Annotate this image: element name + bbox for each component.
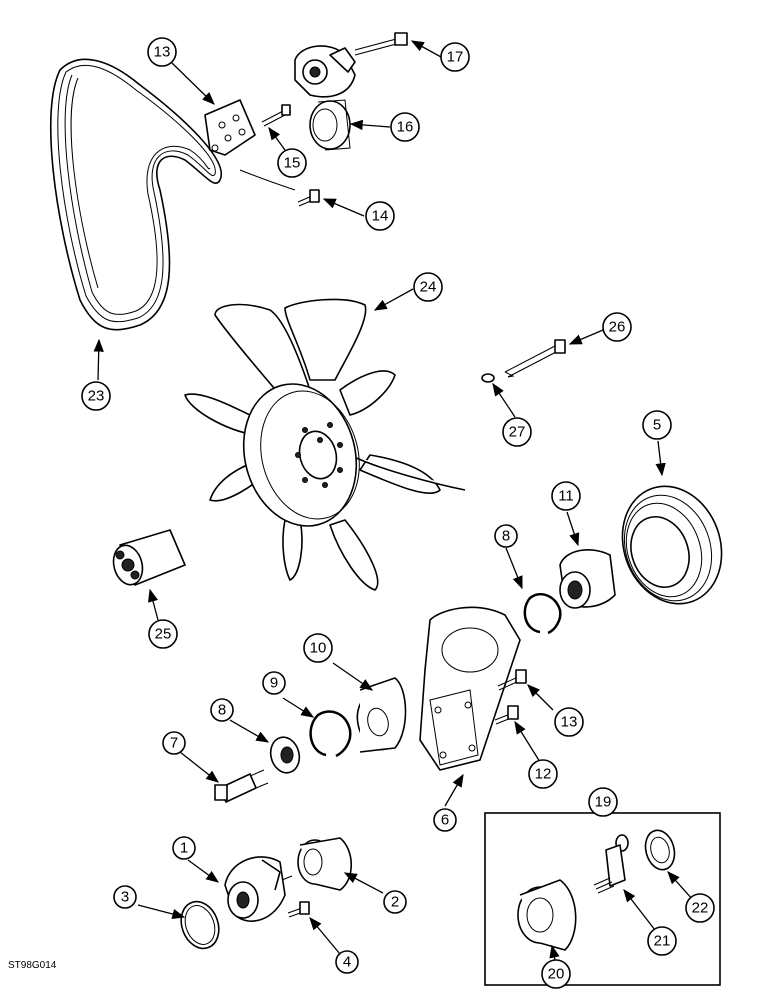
- svg-text:7: 7: [170, 735, 178, 752]
- callout-24: 24: [413, 272, 443, 302]
- callout-21: 21: [647, 926, 677, 956]
- svg-text:6: 6: [441, 812, 449, 829]
- bolt-7: [214, 769, 269, 803]
- belt-tensioner: [294, 32, 408, 98]
- callout-5: 5: [642, 410, 672, 440]
- svg-text:24: 24: [420, 279, 437, 296]
- figure-code: ST98G014: [8, 960, 57, 971]
- leader-lines: [93, 40, 694, 961]
- drive-belt: [49, 58, 223, 331]
- svg-text:11: 11: [558, 488, 574, 505]
- washer-8: [269, 736, 301, 774]
- svg-text:23: 23: [88, 388, 105, 405]
- water-pump-pulley: [297, 837, 352, 891]
- callout-17: 16: [390, 112, 420, 142]
- svg-text:13: 13: [561, 714, 578, 731]
- o-ring: [180, 900, 220, 950]
- svg-text:3: 3: [121, 889, 129, 906]
- snap-ring-upper: [523, 593, 562, 635]
- idler-pulley-20: [517, 879, 577, 951]
- fan-hub: [559, 549, 616, 609]
- callout-9-lower: 9: [262, 671, 286, 695]
- water-pump: [224, 856, 293, 922]
- callout-26: 26: [602, 312, 632, 342]
- callout-22: 22: [685, 893, 715, 923]
- callout-12: 12: [528, 759, 558, 789]
- svg-text:5: 5: [653, 417, 661, 434]
- svg-text:20: 20: [548, 966, 565, 983]
- callout-6: 6: [433, 808, 457, 832]
- svg-text:19: 19: [595, 794, 612, 811]
- svg-text:2: 2: [391, 894, 399, 911]
- callout-13: 13: [554, 707, 584, 737]
- snap-ring-lower: [309, 710, 352, 758]
- washer-27: [481, 373, 495, 383]
- callout-18: 17: [440, 42, 470, 72]
- cooling-fan: [184, 298, 466, 591]
- bearing: [356, 677, 407, 753]
- svg-text:13: 13: [154, 44, 171, 61]
- bolt-12: [494, 705, 519, 725]
- callout-14: 13: [147, 37, 177, 67]
- callout-8: 8: [210, 698, 234, 722]
- cap-22: [644, 829, 676, 871]
- tensioner-bracket: [204, 99, 256, 156]
- callout-16: 15: [277, 148, 307, 178]
- svg-text:8: 8: [218, 702, 226, 719]
- bolt-4: [287, 901, 310, 918]
- bolt-26: [504, 339, 566, 378]
- bolt-21: [593, 834, 629, 894]
- callout-4: 4: [335, 950, 359, 974]
- fan-spacer: [112, 529, 186, 586]
- svg-text:8: 8: [502, 528, 510, 545]
- bolt-15: [239, 169, 320, 207]
- svg-text:22: 22: [692, 900, 709, 917]
- fan-pulley: [621, 485, 723, 605]
- callout-19: 19: [588, 787, 618, 817]
- svg-text:27: 27: [509, 424, 526, 441]
- svg-text:10: 10: [310, 640, 327, 657]
- callout-20: 20: [541, 959, 571, 989]
- idler-pulley-17: [309, 99, 351, 151]
- svg-text:9: 9: [270, 675, 278, 692]
- svg-text:16: 16: [397, 119, 414, 136]
- fan-drive-housing: [419, 606, 521, 771]
- bolt-13: [497, 669, 527, 691]
- svg-text:15: 15: [284, 155, 301, 172]
- callout-10: 10: [303, 633, 333, 663]
- svg-text:14: 14: [372, 208, 389, 225]
- kit-19-box: [484, 812, 721, 986]
- callout-1: 1: [172, 836, 196, 860]
- svg-text:21: 21: [654, 933, 671, 950]
- svg-text:17: 17: [447, 49, 464, 66]
- callout-23: 23: [81, 381, 111, 411]
- callout-11: 11: [551, 481, 581, 511]
- svg-text:25: 25: [155, 626, 172, 643]
- callout-7: 7: [162, 731, 186, 755]
- callout-2: 2: [383, 890, 407, 914]
- callout-3: 3: [113, 885, 137, 909]
- svg-text:12: 12: [535, 766, 552, 783]
- svg-text:26: 26: [609, 319, 626, 336]
- callout-9-upper: 8: [494, 524, 518, 548]
- svg-text:4: 4: [343, 954, 351, 971]
- svg-text:1: 1: [180, 840, 188, 857]
- bolt-16: [261, 104, 291, 127]
- callout-27: 27: [502, 417, 532, 447]
- callout-25: 25: [148, 619, 178, 649]
- callout-15: 14: [365, 201, 395, 231]
